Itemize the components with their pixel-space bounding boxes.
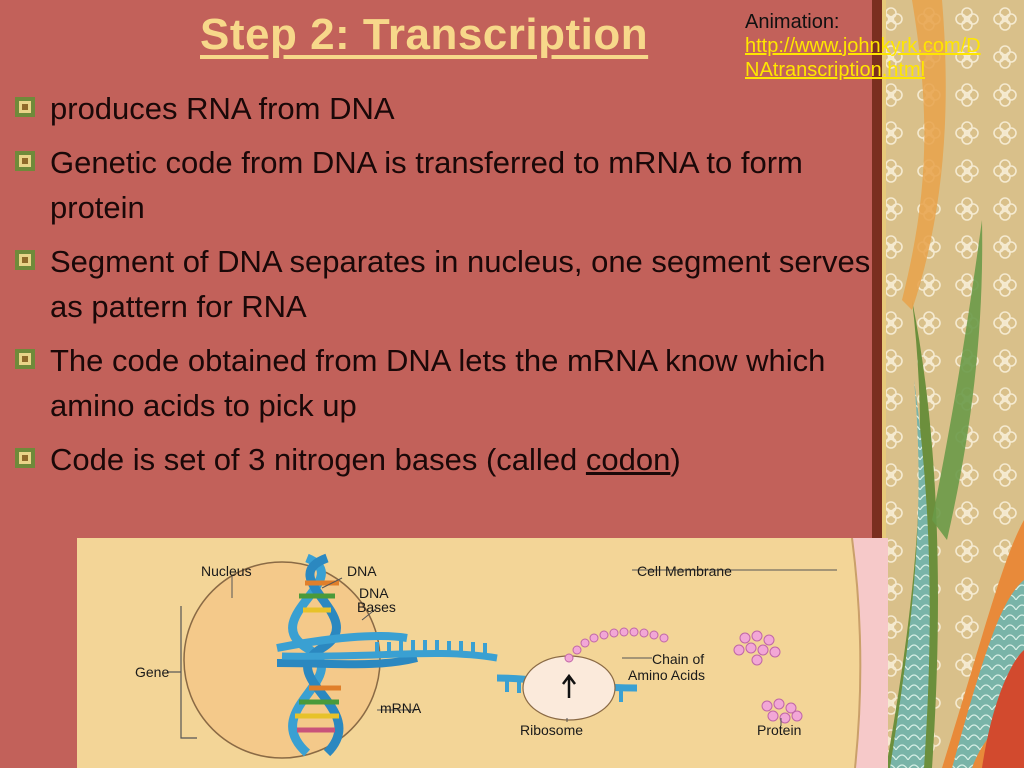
label-mrna: mRNA	[380, 700, 422, 716]
bullet-item: Code is set of 3 nitrogen bases (called …	[12, 437, 872, 482]
bullet-icon	[15, 250, 35, 270]
transcription-diagram: Nucleus DNA DNA Bases Cell Membrane Gene…	[77, 538, 888, 768]
bullet-item: Segment of DNA separates in nucleus, one…	[12, 239, 872, 329]
arrow-up-icon	[562, 673, 576, 698]
label-chain-2: Amino Acids	[628, 667, 705, 683]
bullet-list: produces RNA from DNA Genetic code from …	[12, 86, 872, 491]
bullet-icon	[15, 97, 35, 117]
label-gene: Gene	[135, 664, 169, 680]
label-dna: DNA	[347, 563, 377, 579]
bullet-item: produces RNA from DNA	[12, 86, 872, 131]
decorative-border	[872, 0, 1024, 768]
animation-label: Animation:	[745, 11, 840, 33]
animation-note: Animation: http://www.johnkyrk.com/DNAtr…	[745, 10, 995, 82]
label-chain-1: Chain of	[652, 651, 704, 667]
bullet-icon	[15, 349, 35, 369]
label-ribosome: Ribosome	[520, 722, 583, 738]
protein-cluster	[761, 698, 803, 724]
label-cell-membrane: Cell Membrane	[637, 563, 732, 579]
amino-acid-chain	[564, 627, 669, 663]
bullet-text: The code obtained from DNA lets the mRNA…	[50, 343, 826, 423]
label-nucleus: Nucleus	[201, 563, 252, 579]
codon-term: codon	[585, 442, 671, 477]
slide-title: Step 2: Transcription	[200, 10, 649, 59]
bullet-icon	[15, 448, 35, 468]
diagram-illustration: Nucleus DNA DNA Bases Cell Membrane Gene…	[135, 538, 888, 768]
animation-link[interactable]: http://www.johnkyrk.com/DNAtranscription…	[745, 35, 981, 81]
dna-helix	[276, 553, 418, 757]
bullet-text-suffix: )	[670, 442, 681, 477]
bullet-text: Segment of DNA separates in nucleus, one…	[50, 244, 871, 324]
label-protein: Protein	[757, 722, 801, 738]
bullet-text-prefix: Code is set of 3 nitrogen bases (called	[50, 442, 586, 477]
label-dna-bases-1: DNA	[359, 585, 389, 601]
cell-membrane-shape	[852, 538, 888, 768]
bullet-text: Genetic code from DNA is transferred to …	[50, 145, 803, 225]
bullet-item: Genetic code from DNA is transferred to …	[12, 140, 872, 230]
bullet-icon	[15, 151, 35, 171]
bullet-text: produces RNA from DNA	[50, 91, 395, 126]
bullet-item: The code obtained from DNA lets the mRNA…	[12, 338, 872, 428]
protein-cluster-top	[733, 630, 781, 666]
label-dna-bases-2: Bases	[357, 599, 396, 615]
